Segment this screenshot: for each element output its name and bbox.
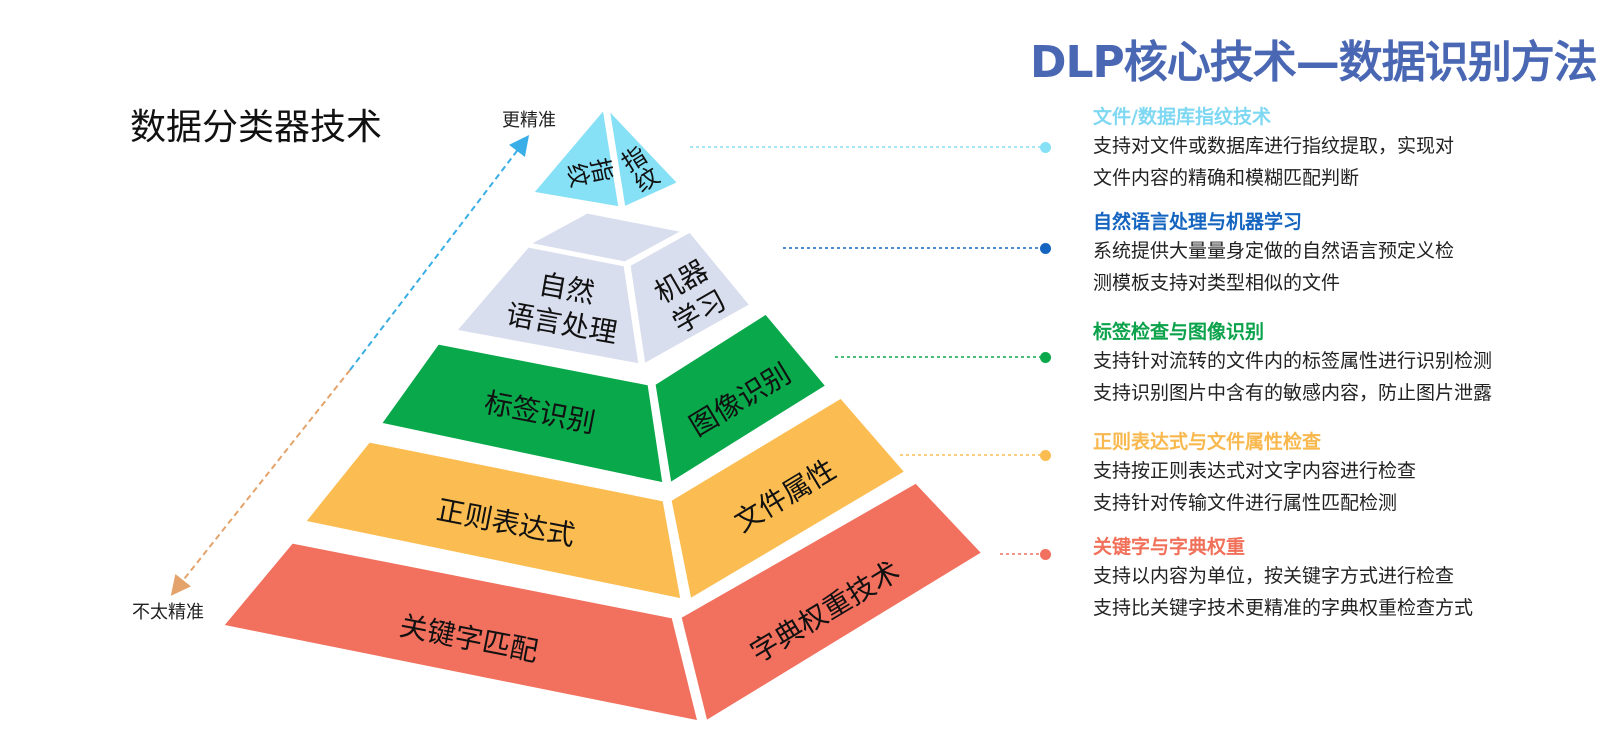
description-label-image: 标签检查与图像识别 支持针对流转的文件内的标签属性进行识别检测 支持识别图片中含… (1093, 319, 1573, 409)
tier2-right-face (627, 229, 753, 367)
tier5-left-face (220, 540, 701, 724)
bullet-dot-1 (1040, 142, 1051, 153)
tier5-right-face (678, 480, 985, 724)
page-title: DLP核心技术—数据识别方法 (1030, 37, 1598, 88)
bullet-dot-3 (1040, 352, 1051, 363)
accuracy-arrow-up (349, 135, 530, 371)
description-nlp: 自然语言处理与机器学习 系统提供大量量身定做的自然语言预定义检 测模板支持对类型… (1093, 209, 1573, 299)
description-line: 测模板支持对类型相似的文件 (1093, 272, 1341, 294)
description-line: 文件内容的精确和模糊匹配判断 (1093, 167, 1360, 189)
description-heading: 关键字与字典权重 (1093, 536, 1246, 558)
section-subtitle: 数据分类器技术 (130, 107, 383, 148)
description-line: 支持针对流转的文件内的标签属性进行识别检测 (1093, 350, 1493, 372)
description-fingerprint: 文件/数据库指纹技术 支持对文件或数据库进行指纹提取，实现对 文件内容的精确和模… (1093, 104, 1573, 194)
axis-label-less-accurate: 不太精准 (132, 602, 204, 623)
description-line: 支持比关键字技术更精准的字典权重检查方式 (1093, 597, 1474, 619)
top-left-face (530, 106, 622, 210)
description-line: 系统提供大量量身定做的自然语言预定义检 (1093, 240, 1455, 262)
description-line: 支持以内容为单位，按关键字方式进行检查 (1093, 565, 1455, 587)
description-line: 支持针对传输文件进行属性匹配检测 (1093, 492, 1398, 514)
accuracy-arrow-down (170, 369, 351, 596)
top-right-face (606, 106, 681, 210)
tier2-left-face (453, 244, 642, 367)
description-heading: 标签检查与图像识别 (1093, 321, 1265, 343)
description-line: 支持对文件或数据库进行指纹提取，实现对 (1093, 135, 1455, 157)
bullet-dot-4 (1040, 450, 1051, 461)
tier4-right-face (668, 395, 908, 602)
description-heading: 文件/数据库指纹技术 (1093, 106, 1271, 128)
description-heading: 正则表达式与文件属性检查 (1093, 431, 1322, 453)
description-keyword: 关键字与字典权重 支持以内容为单位，按关键字方式进行检查 支持比关键字技术更精准… (1093, 534, 1573, 624)
tier4-left-face (302, 439, 684, 602)
axis-label-more-accurate: 更精准 (502, 110, 556, 131)
bullet-dot-5 (1040, 549, 1051, 560)
bullet-dot-2 (1040, 243, 1051, 254)
description-line: 支持按正则表达式对文字内容进行检查 (1093, 460, 1417, 482)
tier3-right-face (652, 311, 829, 486)
description-regex: 正则表达式与文件属性检查 支持按正则表达式对文字内容进行检查 支持针对传输文件进… (1093, 429, 1573, 519)
tier3-left-face (378, 341, 666, 486)
description-line: 支持识别图片中含有的敏感内容，防止图片泄露 (1093, 382, 1493, 404)
tier2-top-face (526, 210, 686, 265)
description-heading: 自然语言处理与机器学习 (1093, 211, 1303, 233)
